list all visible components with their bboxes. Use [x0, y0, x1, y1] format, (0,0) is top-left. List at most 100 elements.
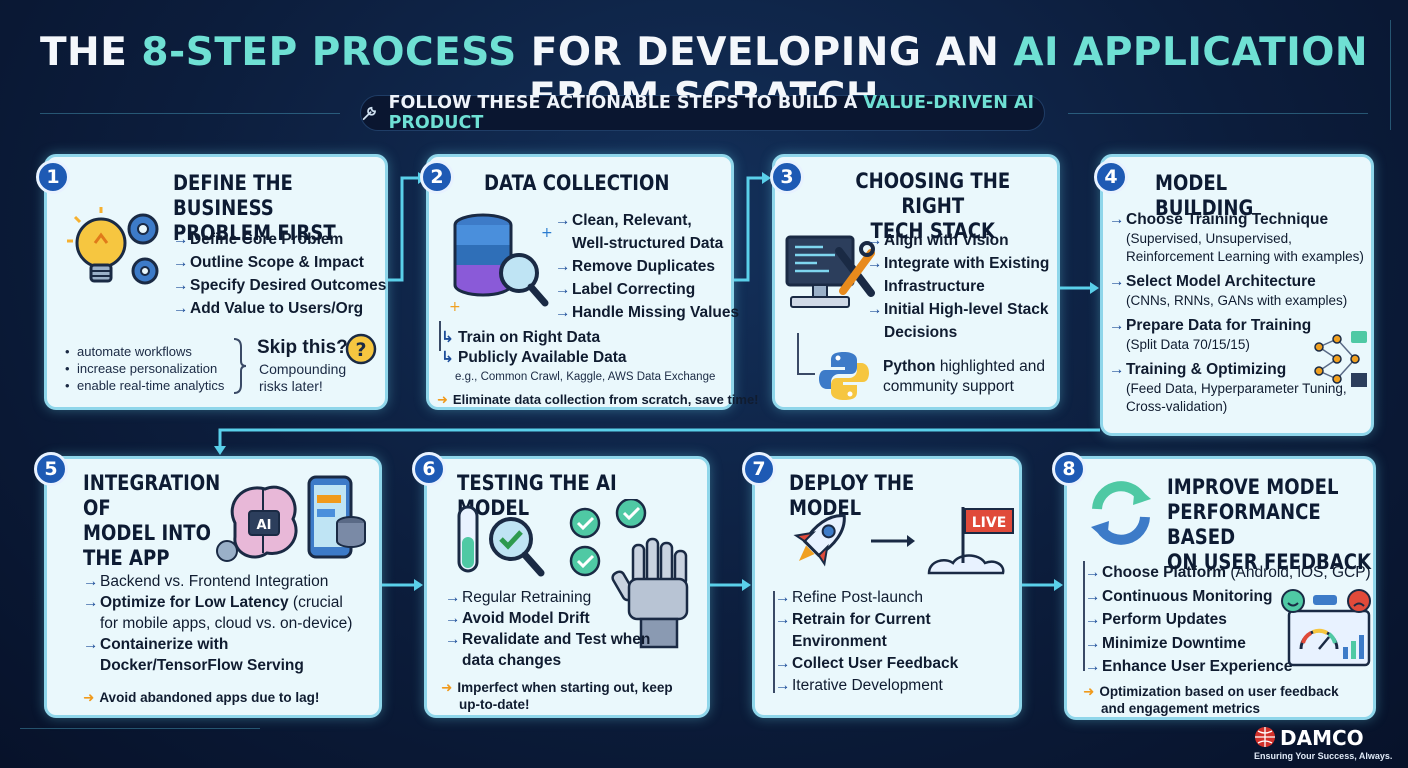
- globe-icon: [1255, 727, 1275, 747]
- actions-bracket: [1083, 561, 1085, 671]
- step-number-badge: 8: [1052, 452, 1086, 486]
- wrench-icon: [362, 106, 376, 121]
- database-search-icon: + +: [449, 213, 553, 315]
- question-icon: ?: [345, 333, 377, 365]
- python-logo-icon: [819, 352, 869, 400]
- list-item: Select Model Architecture(CNNs, RNNs, GA…: [1109, 271, 1364, 310]
- step-card-4: MODEL BUILDING Choose Training Technique…: [1100, 154, 1374, 436]
- step-title: DATA COLLECTION: [484, 171, 670, 195]
- list-item: Continuous Monitoring: [1085, 585, 1371, 609]
- step-8-actions: Choose Platform (Android, iOS, GCP) Cont…: [1085, 561, 1371, 679]
- live-flag-label: LIVE: [972, 515, 1007, 531]
- list-item: Avoid Model Drift: [445, 608, 650, 629]
- step-2-actions: Clean, Relevant,Well-structured Data Rem…: [555, 209, 739, 324]
- step-number-badge: 2: [420, 160, 454, 194]
- step-5-note: ➜Avoid abandoned apps due to lag!: [83, 690, 320, 705]
- circuit-line: [40, 113, 340, 114]
- step-card-2: DATA COLLECTION + + Clean, Relevant,Well…: [426, 154, 759, 410]
- step-number-badge: 6: [412, 452, 446, 486]
- list-item: Backend vs. Frontend Integration: [83, 571, 352, 592]
- circuit-line: [1068, 113, 1368, 114]
- python-bracket: [797, 333, 799, 375]
- brand-tagline: Ensuring Your Success, Always.: [1254, 751, 1393, 761]
- step-7-actions: Refine Post-launch Retrain for CurrentEn…: [775, 587, 958, 697]
- list-item: Specify Desired Outcomes: [173, 274, 386, 297]
- svg-text:+: +: [449, 299, 461, 315]
- step-number-badge: 3: [770, 160, 804, 194]
- list-item: Handle Missing Values: [555, 301, 739, 324]
- benefit-list: automate workflows increase personalizat…: [65, 343, 224, 394]
- svg-text:?: ?: [355, 339, 366, 361]
- step-card-7: DEPLOY THE MODEL LIVE Refine Post-launch…: [752, 456, 1022, 718]
- connector-2-3: [733, 176, 762, 282]
- list-item: Clean, Relevant,Well-structured Data: [555, 209, 739, 255]
- list-item: Add Value to Users/Org: [173, 297, 386, 320]
- list-item: Iterative Development: [775, 675, 958, 697]
- step-number-badge: 5: [34, 452, 68, 486]
- data-sources: Train on Right Data Publicly Available D…: [441, 328, 627, 368]
- step-number-badge: 4: [1094, 160, 1128, 194]
- list-item: Choose Platform (Android, iOS, GCP): [1085, 561, 1371, 585]
- step-title: DEPLOY THE MODEL: [789, 471, 915, 520]
- subtitle-banner: FOLLOW THESE ACTIONABLE STEPS TO BUILD A…: [360, 93, 1045, 133]
- connector-4-5: [218, 428, 1100, 446]
- list-item: Perform Updates: [1085, 608, 1371, 632]
- svg-text:+: +: [541, 225, 553, 241]
- list-item: Training & Optimizing(Feed Data, Hyperpa…: [1109, 359, 1364, 416]
- list-item: automate workflows: [65, 343, 224, 360]
- step-number-badge: 7: [742, 452, 776, 486]
- warning-title: Skip this?: [257, 337, 348, 358]
- lightbulb-gears-icon: [67, 207, 159, 285]
- step-2-note: ➜Eliminate data collection from scratch,…: [437, 392, 759, 407]
- list-item: Prepare Data for Training(Split Data 70/…: [1109, 315, 1364, 354]
- list-item: Collect User Feedback: [775, 653, 958, 675]
- sources-example: e.g., Common Crawl, Kaggle, AWS Data Exc…: [455, 371, 716, 383]
- step-4-actions: Choose Training Technique(Supervised, Un…: [1109, 209, 1364, 416]
- list-item: Publicly Available Data: [441, 348, 627, 368]
- brace-icon: [233, 338, 247, 394]
- list-item: Refine Post-launch: [775, 587, 958, 609]
- ai-brain-integration-icon: AI: [216, 475, 366, 562]
- test-tube-search-icon: [457, 505, 545, 577]
- connector-1-2: [388, 176, 418, 282]
- source-bracket: [439, 321, 441, 351]
- computer-tools-icon: [785, 235, 875, 308]
- subtitle-text: FOLLOW THESE ACTIONABLE STEPS TO BUILD A…: [388, 93, 1035, 133]
- list-item: enable real-time analytics: [65, 377, 224, 394]
- list-item: Define Core Problem: [173, 228, 386, 251]
- damco-logo: DAMCO Ensuring Your Success, Always.: [1254, 726, 1404, 766]
- step-1-actions: Define Core Problem Outline Scope & Impa…: [173, 228, 386, 320]
- circuit-line: [1390, 20, 1391, 130]
- rocket-launch-icon: LIVE: [793, 507, 1014, 575]
- list-item: Minimize Downtime: [1085, 632, 1371, 656]
- step-number-badge: 1: [36, 160, 70, 194]
- list-item: Choose Training Technique(Supervised, Un…: [1109, 209, 1364, 266]
- step-3-actions: Align with Vision Integrate with Existin…: [867, 229, 1049, 344]
- actions-bracket: [773, 591, 775, 693]
- list-item: Regular Retraining: [445, 587, 650, 608]
- list-item: Train on Right Data: [441, 328, 627, 348]
- python-bracket: [797, 373, 815, 375]
- list-item: Outline Scope & Impact: [173, 251, 386, 274]
- circuit-line: [20, 728, 260, 729]
- neural-network-icon: [1314, 331, 1367, 387]
- ai-chip-label: AI: [257, 518, 272, 533]
- step-card-6: TESTING THE AI MODEL Regular Retraining …: [424, 456, 710, 718]
- list-item: Align with Vision: [867, 229, 1049, 252]
- list-item: Label Correcting: [555, 278, 739, 301]
